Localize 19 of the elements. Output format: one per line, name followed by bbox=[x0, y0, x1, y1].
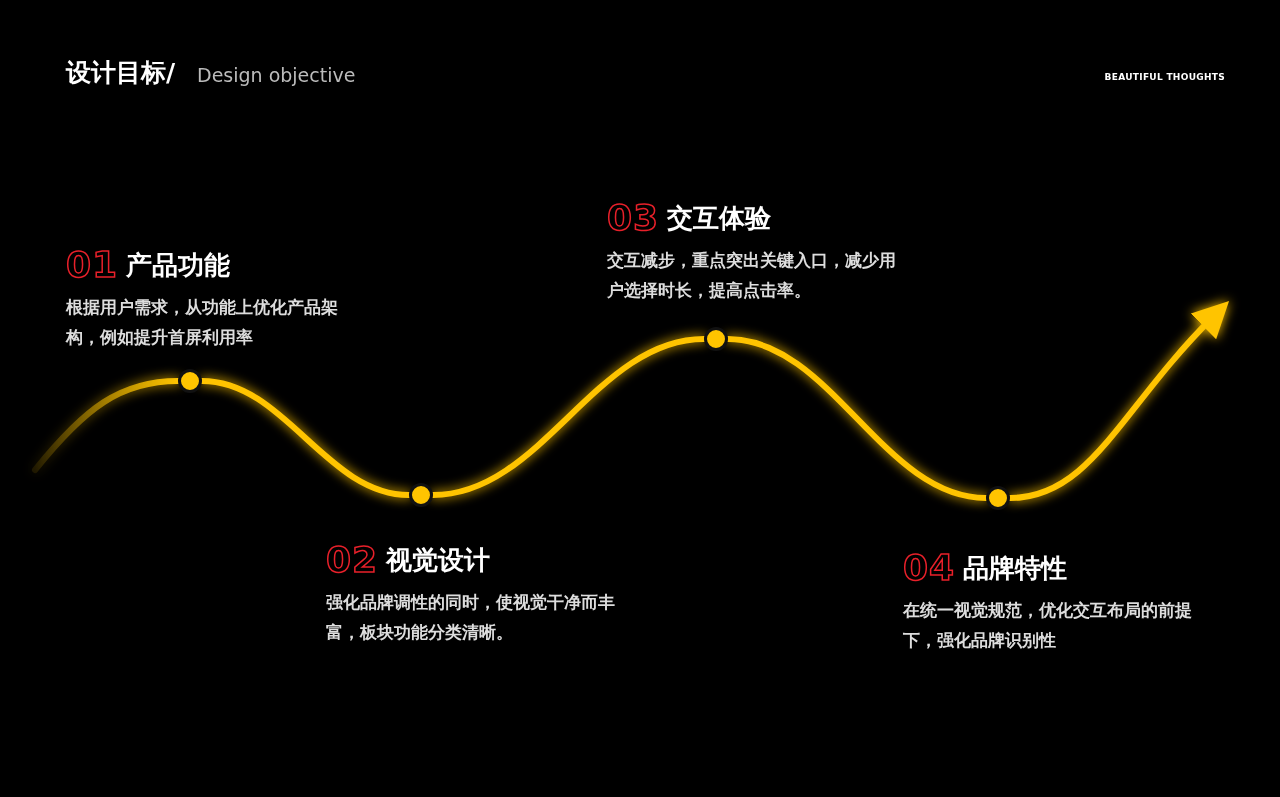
step-heading: 产品功能 bbox=[126, 249, 230, 282]
step-number: 01 bbox=[66, 245, 119, 285]
step-description: 强化品牌调性的同时，使视觉干净而丰富，板块功能分类清晰。 bbox=[326, 591, 616, 644]
step-description: 根据用户需求，从功能上优化产品架构，例如提升首屏利用率 bbox=[66, 296, 339, 349]
step-heading: 视觉设计 bbox=[386, 544, 490, 577]
subtitle: Design objective bbox=[197, 63, 356, 88]
step-number: 04 bbox=[903, 548, 956, 588]
timeline-dot bbox=[704, 327, 728, 351]
page-title: 设计目标/ bbox=[66, 57, 176, 89]
step-heading: 交互体验 bbox=[667, 202, 771, 235]
step-heading: 品牌特性 bbox=[963, 552, 1067, 585]
timeline-dot bbox=[986, 486, 1010, 510]
step-description: 在统一视觉规范，优化交互布局的前提下，强化品牌识别性 bbox=[903, 599, 1193, 652]
timeline-dot bbox=[178, 369, 202, 393]
step-number: 03 bbox=[607, 198, 660, 238]
step-number: 02 bbox=[326, 540, 379, 580]
step-description: 交互减步，重点突出关键入口，减少用户选择时长，提高点击率。 bbox=[607, 249, 897, 302]
timeline-dot bbox=[409, 483, 433, 507]
tagline: BEAUTIFUL THOUGHTS bbox=[1104, 72, 1225, 82]
